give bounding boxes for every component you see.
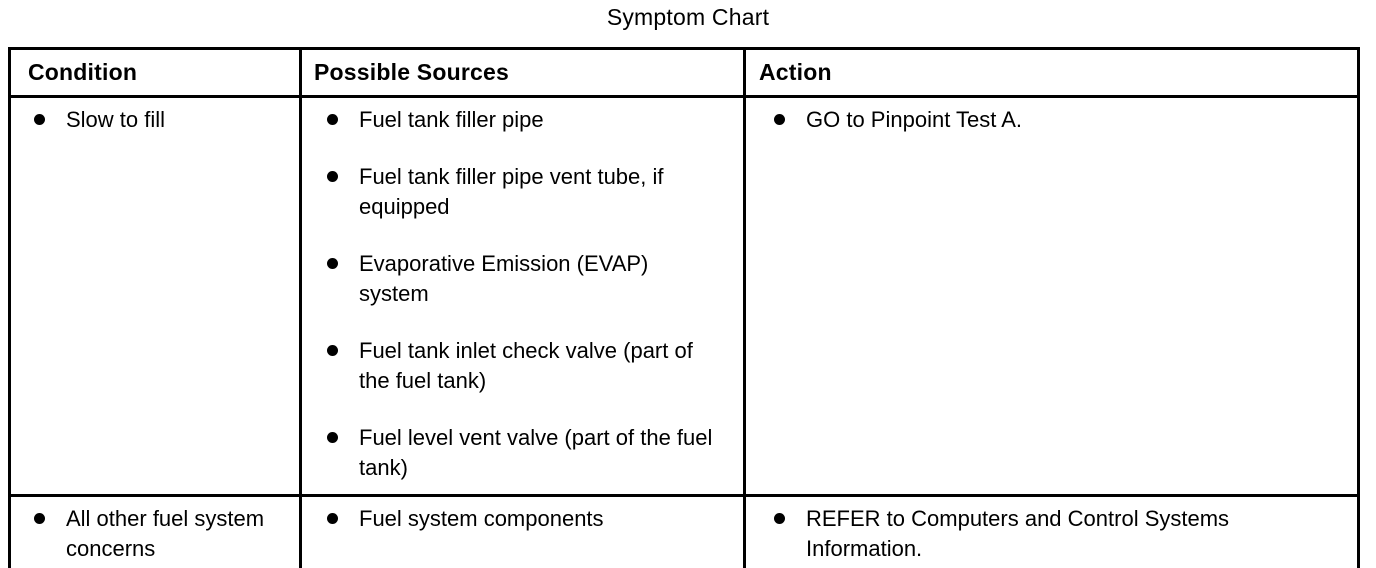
- bullet-icon: [34, 114, 45, 125]
- bullet-item: Fuel tank inlet check valve (part of the…: [324, 336, 720, 396]
- table-header-row: Condition Possible Sources Action: [8, 47, 1360, 98]
- bullet-text: GO to Pinpoint Test A.: [806, 107, 1023, 132]
- bullet-icon: [327, 114, 338, 125]
- bullet-text: Fuel tank filler pipe: [359, 107, 544, 132]
- bullet-text: Evaporative Emission (EVAP) system: [359, 251, 649, 306]
- symptom-chart-table: Condition Possible Sources Action Slow t…: [8, 47, 1360, 568]
- condition-list: Slow to fill: [31, 105, 297, 135]
- bullet-text: REFER to Computers and Control Systems I…: [806, 506, 1230, 561]
- bullet-text: Fuel tank filler pipe vent tube, if equi…: [359, 164, 664, 219]
- bullet-item: REFER to Computers and Control Systems I…: [771, 504, 1345, 564]
- bullet-icon: [327, 171, 338, 182]
- table-row: All other fuel system concerns Fuel syst…: [8, 494, 1360, 568]
- bullet-icon: [327, 258, 338, 269]
- bullet-text: Slow to fill: [66, 107, 166, 132]
- condition-list: All other fuel system concerns: [31, 504, 297, 564]
- bullet-icon: [774, 513, 785, 524]
- table-header: Condition Possible Sources Action: [8, 47, 1360, 98]
- bullet-icon: [327, 345, 338, 356]
- page-title: Symptom Chart: [606, 4, 770, 30]
- bullet-item: Fuel tank filler pipe vent tube, if equi…: [324, 162, 720, 222]
- condition-cell: All other fuel system concerns: [8, 494, 302, 568]
- bullet-item: Fuel system components: [324, 504, 720, 534]
- bullet-text: Fuel system components: [359, 506, 604, 531]
- bullet-item: Fuel tank filler pipe: [324, 105, 720, 135]
- bullet-item: Fuel level vent valve (part of the fuel …: [324, 423, 720, 483]
- condition-cell: Slow to fill: [8, 95, 302, 497]
- possible-sources-list: Fuel system components: [324, 504, 720, 534]
- action-list: GO to Pinpoint Test A.: [771, 105, 1345, 135]
- bullet-icon: [327, 432, 338, 443]
- possible-sources-cell: Fuel system components: [299, 494, 746, 568]
- column-header-possible-sources: Possible Sources: [299, 47, 746, 98]
- bullet-text: Fuel tank inlet check valve (part of the…: [359, 338, 693, 393]
- bullet-item: Evaporative Emission (EVAP) system: [324, 249, 720, 309]
- bullet-icon: [327, 513, 338, 524]
- column-header-condition: Condition: [8, 47, 302, 98]
- action-cell: GO to Pinpoint Test A.: [743, 95, 1360, 497]
- bullet-icon: [34, 513, 45, 524]
- column-header-action: Action: [743, 47, 1360, 98]
- bullet-item: All other fuel system concerns: [31, 504, 297, 564]
- action-list: REFER to Computers and Control Systems I…: [771, 504, 1345, 564]
- bullet-item: GO to Pinpoint Test A.: [771, 105, 1345, 135]
- bullet-text: Fuel level vent valve (part of the fuel …: [359, 425, 713, 480]
- bullet-text: All other fuel system concerns: [66, 506, 265, 561]
- action-cell: REFER to Computers and Control Systems I…: [743, 494, 1360, 568]
- bullet-icon: [774, 114, 785, 125]
- bullet-item: Slow to fill: [31, 105, 297, 135]
